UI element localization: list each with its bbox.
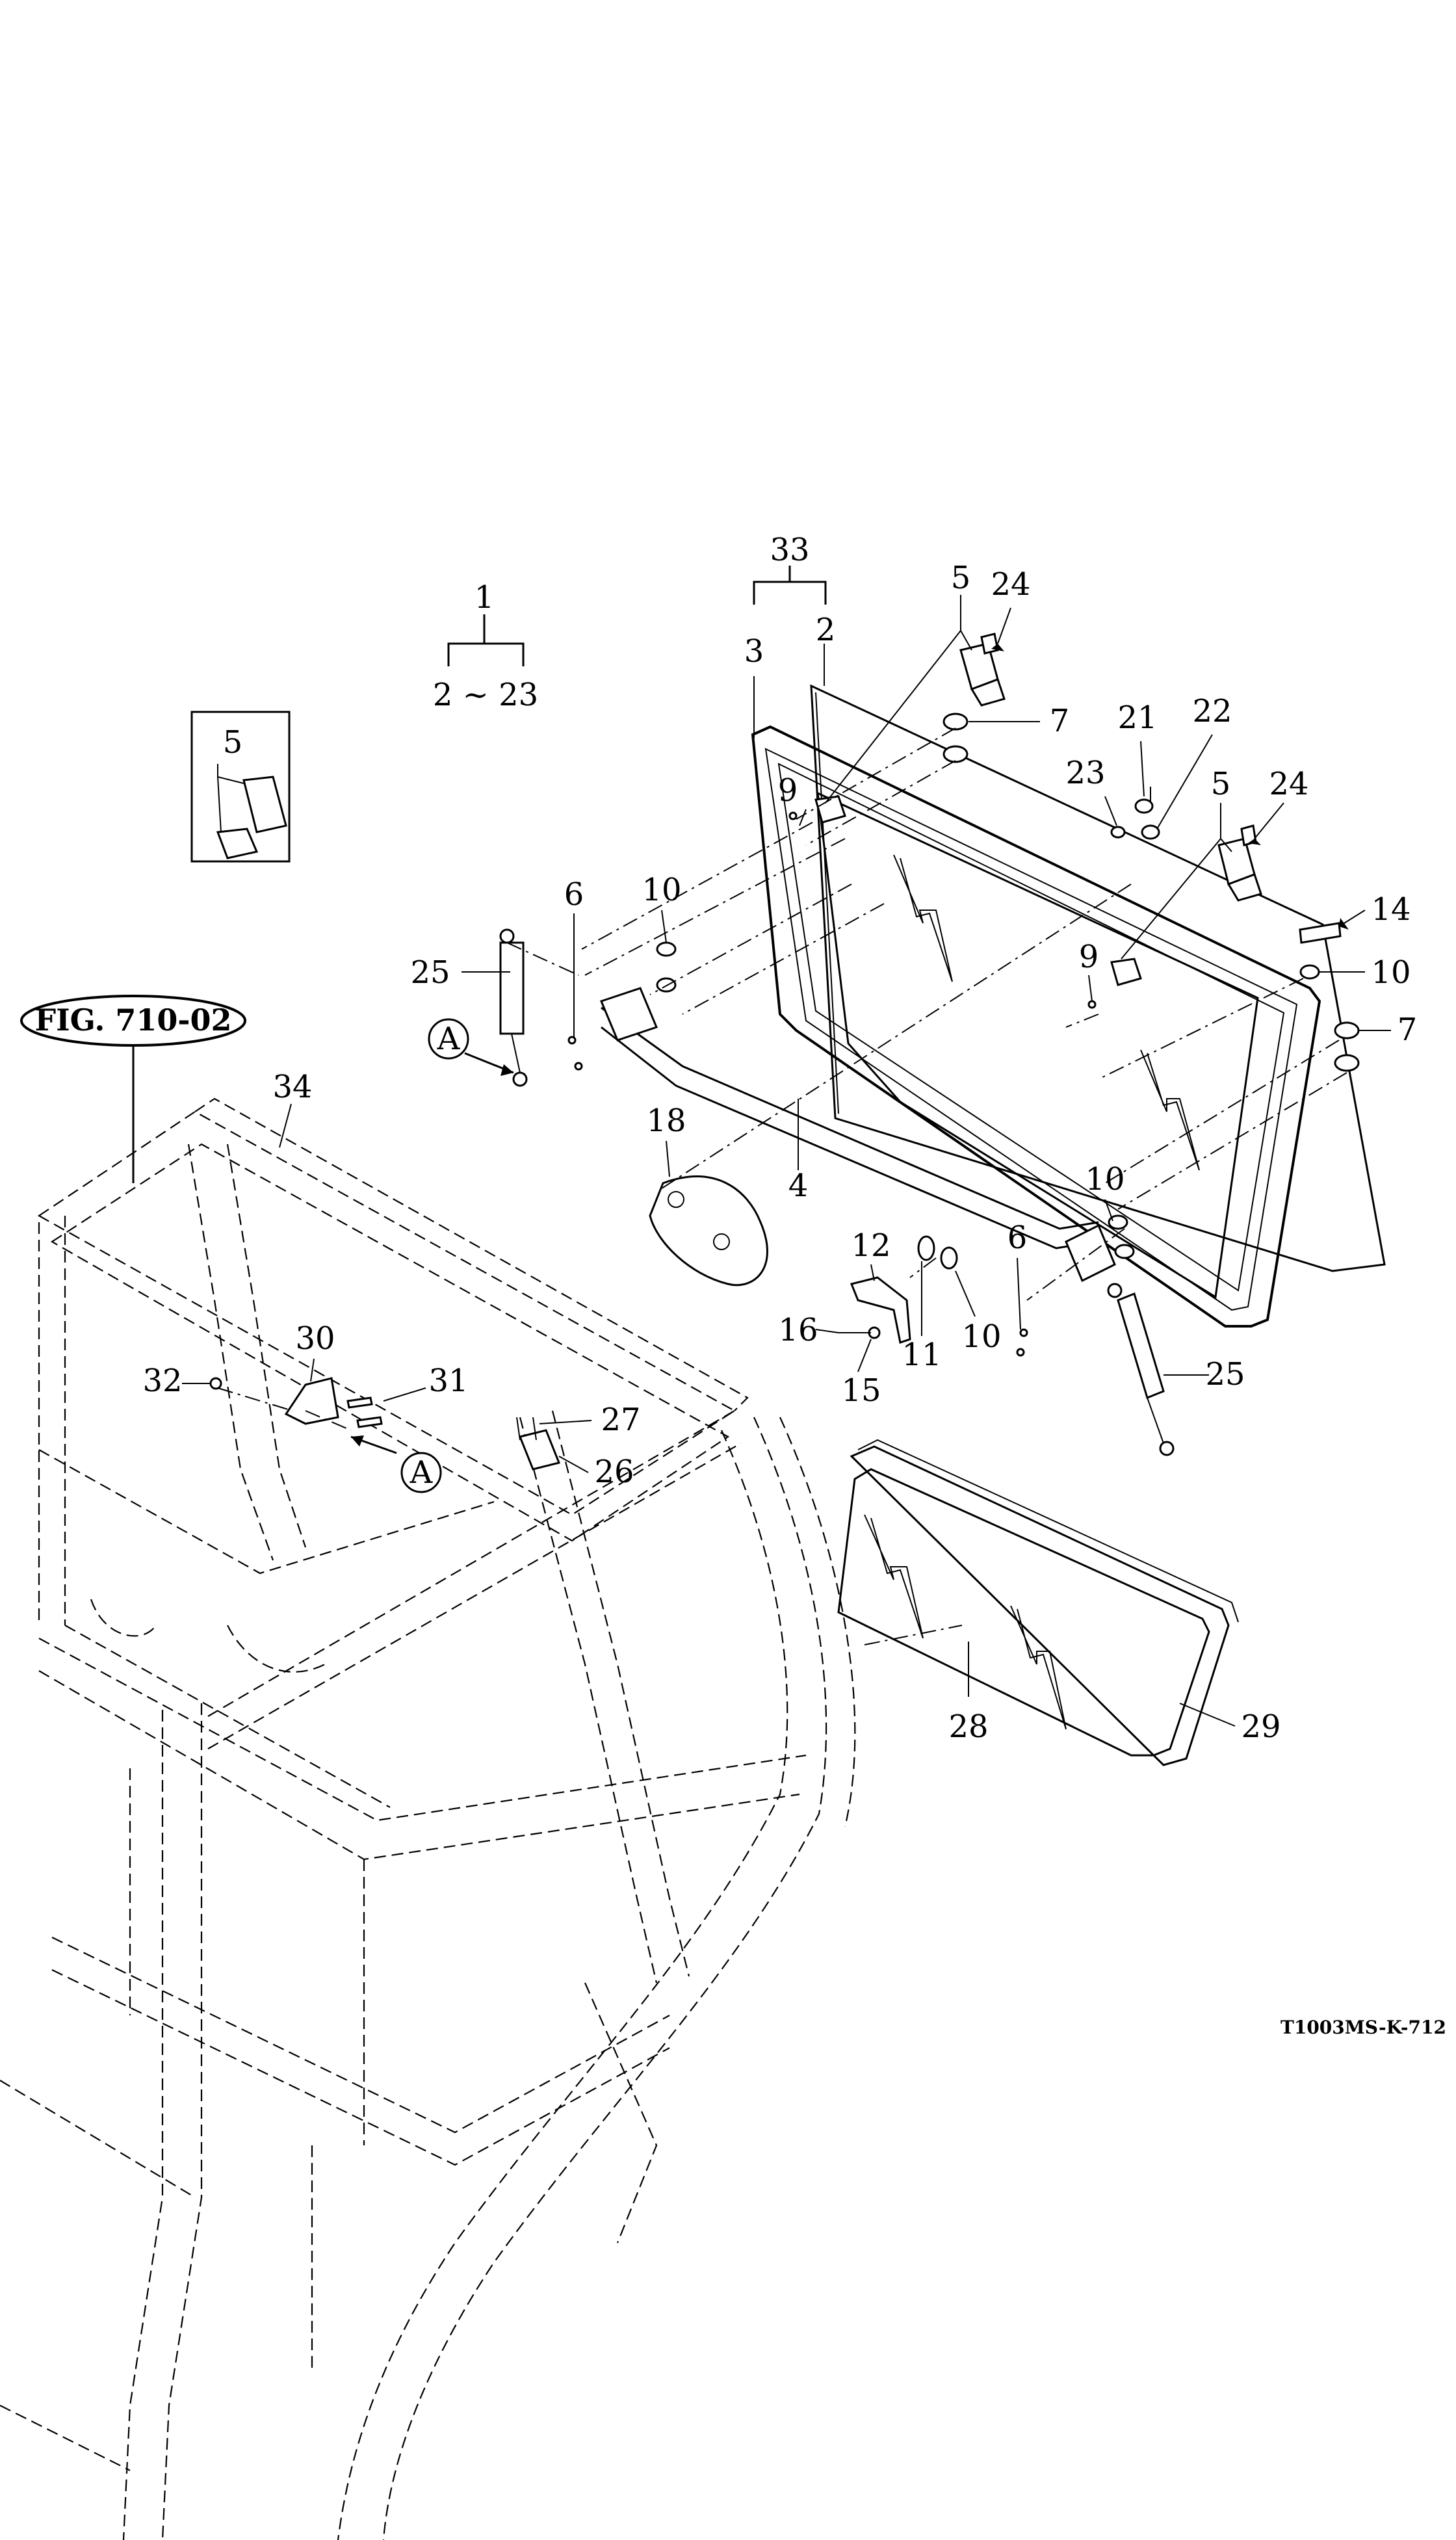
fasteners — [567, 633, 1360, 1357]
callout-26[interactable]: 26 — [594, 1454, 634, 1490]
latch-12 — [850, 1276, 911, 1344]
detail-box — [190, 711, 291, 863]
callout-24[interactable]: 24 — [991, 566, 1030, 603]
callout-28[interactable]: 28 — [948, 1709, 988, 1745]
drawing-code: T1003MS-K-712 — [1280, 2017, 1446, 2038]
callout-22[interactable]: 22 — [1192, 693, 1232, 729]
leader-lines — [132, 566, 1391, 1727]
callout-14[interactable]: 14 — [1371, 891, 1410, 928]
callout-2[interactable]: 2 — [816, 612, 836, 648]
callout-9-mid[interactable]: 9 — [1079, 939, 1099, 975]
callout-1[interactable]: 1 — [474, 579, 495, 616]
side-glass-28 — [837, 1468, 1210, 1757]
callout-15[interactable]: 15 — [841, 1372, 881, 1409]
callout-32[interactable]: 32 — [142, 1363, 182, 1399]
cab-frame — [0, 1097, 856, 2540]
callout-5-right[interactable]: 5 — [1211, 766, 1231, 802]
callout-16[interactable]: 16 — [778, 1312, 818, 1348]
callout-31[interactable]: 31 — [428, 1363, 468, 1399]
bracket-30 — [284, 1377, 339, 1425]
callout-4[interactable]: 4 — [788, 1168, 809, 1204]
callout-6-left[interactable]: 6 — [564, 876, 584, 913]
figure-reference-badge — [20, 995, 246, 1047]
callout-3[interactable]: 3 — [744, 633, 764, 670]
arrow-heads — [351, 644, 1349, 1447]
callout-6-right[interactable]: 6 — [1008, 1220, 1028, 1256]
callout-30[interactable]: 30 — [295, 1320, 335, 1357]
callout-24-right[interactable]: 24 — [1269, 766, 1308, 802]
callout-33[interactable]: 33 — [770, 532, 809, 568]
callout-5-detail[interactable]: 5 — [223, 724, 243, 761]
callout-12[interactable]: 12 — [851, 1227, 890, 1264]
callout-29[interactable]: 29 — [1241, 1709, 1280, 1745]
assembly-group-label: 2 ~ 23 — [433, 677, 538, 713]
callout-labels: 1 2 ~ 23 2 3 33 5 24 7 5 9 21 22 23 5 24… — [142, 532, 1417, 1745]
callout-10-bottom[interactable]: 10 — [961, 1318, 1001, 1355]
callout-10-right[interactable]: 10 — [1371, 954, 1410, 991]
gas-struts-25 — [499, 928, 1175, 1456]
detail-marker-a-2[interactable]: A — [400, 1452, 442, 1493]
figure-reference[interactable]: FIG. 710-02 — [20, 995, 246, 1047]
detail-marker-label: A — [437, 1021, 461, 1057]
side-seal-29 — [850, 1439, 1239, 1766]
detail-marker-a-1[interactable]: A — [428, 1018, 469, 1060]
callout-21[interactable]: 21 — [1117, 700, 1157, 736]
callout-34[interactable]: 34 — [272, 1069, 312, 1105]
callout-25-right[interactable]: 25 — [1205, 1356, 1245, 1393]
callout-11[interactable]: 11 — [902, 1337, 941, 1373]
callout-7[interactable]: 7 — [1050, 703, 1070, 739]
callout-18[interactable]: 18 — [646, 1103, 686, 1139]
callout-10-mid[interactable]: 10 — [1085, 1161, 1124, 1198]
pad-18 — [649, 1175, 768, 1287]
callout-25-left[interactable]: 25 — [410, 954, 450, 991]
callout-10-left[interactable]: 10 — [642, 872, 681, 908]
hinges-5 — [216, 642, 1262, 986]
seal-frame-3 — [751, 725, 1321, 1328]
figure-reference-label: FIG. 710-02 — [35, 1002, 232, 1038]
explode-lines — [217, 727, 1347, 1645]
callout-5[interactable]: 5 — [951, 560, 971, 596]
handle-bar-4 — [599, 987, 1116, 1283]
detail-marker-label: A — [410, 1454, 434, 1491]
glass-glare-marks — [864, 854, 1200, 1730]
clamp-26 — [518, 1429, 561, 1471]
callout-7-right[interactable]: 7 — [1398, 1012, 1418, 1048]
callout-9[interactable]: 9 — [778, 772, 798, 809]
callout-23[interactable]: 23 — [1065, 755, 1105, 791]
callout-27[interactable]: 27 — [601, 1402, 640, 1438]
